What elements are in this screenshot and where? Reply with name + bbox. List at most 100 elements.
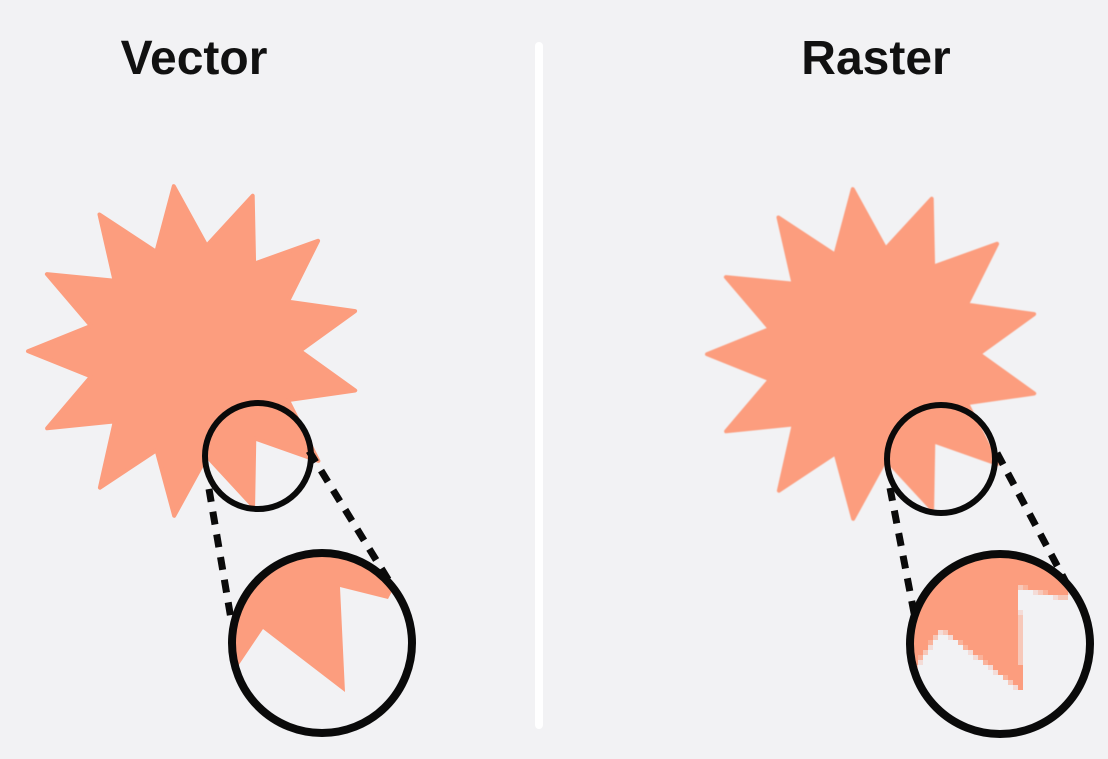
pixel-cell <box>968 615 973 620</box>
pixel-cell <box>983 620 988 625</box>
pixel-cell <box>978 650 983 655</box>
pixel-cell <box>1018 665 1023 670</box>
pixel-cell <box>953 600 958 605</box>
pixel-cell <box>953 620 958 625</box>
pixel-cell <box>998 575 1003 580</box>
pixel-cell <box>978 640 983 645</box>
pixel-cell <box>993 630 998 635</box>
pixel-cell <box>963 620 968 625</box>
pixel-cell <box>963 615 968 620</box>
raster-magnifier-circle <box>884 402 998 516</box>
pixel-cell <box>968 565 973 570</box>
pixel-cell <box>958 635 963 640</box>
pixel-cell <box>993 595 998 600</box>
pixel-cell <box>1003 645 1008 650</box>
pixel-cell <box>928 595 933 600</box>
pixel-cell <box>1003 630 1008 635</box>
pixel-cell <box>993 575 998 580</box>
pixel-cell <box>953 585 958 590</box>
pixel-cell <box>998 615 1003 620</box>
pixel-cell <box>1018 650 1023 655</box>
pixel-cell <box>958 600 963 605</box>
pixel-cell <box>1003 655 1008 660</box>
pixel-cell <box>953 580 958 585</box>
pixel-cell <box>983 615 988 620</box>
pixel-cell <box>1063 590 1068 595</box>
pixel-cell <box>993 645 998 650</box>
pixel-cell <box>988 635 993 640</box>
pixel-cell <box>983 635 988 640</box>
pixel-cell <box>958 590 963 595</box>
pixel-cell <box>963 600 968 605</box>
pixel-cell <box>1028 585 1033 590</box>
pixel-cell <box>998 590 1003 595</box>
pixel-cell <box>1053 580 1058 585</box>
pixel-cell <box>973 600 978 605</box>
pixel-cell <box>923 605 928 610</box>
pixel-cell <box>1048 585 1053 590</box>
pixel-cell <box>973 605 978 610</box>
pixel-cell <box>998 580 1003 585</box>
pixel-cell <box>1003 600 1008 605</box>
pixel-cell <box>973 595 978 600</box>
pixel-cell <box>943 630 948 635</box>
pixel-cell <box>978 560 983 565</box>
pixel-cell <box>978 625 983 630</box>
pixel-cell <box>998 625 1003 630</box>
pixel-cell <box>1013 660 1018 665</box>
pixel-cell <box>993 615 998 620</box>
pixel-cell <box>1018 655 1023 660</box>
pixel-cell <box>913 655 918 660</box>
pixel-cell <box>1003 560 1008 565</box>
pixel-cell <box>1003 575 1008 580</box>
pixel-cell <box>1008 585 1013 590</box>
pixel-cell <box>983 575 988 580</box>
pixel-cell <box>1003 650 1008 655</box>
pixel-cell <box>988 655 993 660</box>
pixel-cell <box>953 595 958 600</box>
pixel-cell <box>998 670 1003 675</box>
pixel-cell <box>998 635 1003 640</box>
pixel-cell <box>963 585 968 590</box>
pixel-cell <box>993 670 998 675</box>
pixel-cell <box>938 620 943 625</box>
pixel-cell <box>958 610 963 615</box>
pixel-cell <box>993 650 998 655</box>
pixel-cell <box>998 665 1003 670</box>
pixel-cell <box>938 610 943 615</box>
pixel-cell <box>943 610 948 615</box>
pixel-cell <box>923 650 928 655</box>
pixel-cell <box>1013 680 1018 685</box>
pixel-cell <box>978 565 983 570</box>
raster-zoom-circle <box>906 550 1094 738</box>
pixel-cell <box>958 575 963 580</box>
pixel-cell <box>948 575 953 580</box>
pixel-cell <box>1013 620 1018 625</box>
pixel-cell <box>993 640 998 645</box>
pixel-cell <box>973 645 978 650</box>
pixel-cell <box>958 605 963 610</box>
pixel-cell <box>998 570 1003 575</box>
pixel-cell <box>1013 625 1018 630</box>
pixel-cell <box>1008 660 1013 665</box>
pixel-cell <box>988 580 993 585</box>
pixel-cell <box>1013 610 1018 615</box>
pixel-cell <box>948 610 953 615</box>
pixel-cell <box>958 595 963 600</box>
pixel-cell <box>1008 580 1013 585</box>
pixel-cell <box>948 620 953 625</box>
pixel-cell <box>988 660 993 665</box>
pixel-cell <box>943 615 948 620</box>
pixel-cell <box>1013 580 1018 585</box>
pixel-cell <box>973 580 978 585</box>
pixel-cell <box>953 630 958 635</box>
pixel-cell <box>948 595 953 600</box>
pixel-cell <box>993 570 998 575</box>
pixel-cell <box>973 650 978 655</box>
pixel-cell <box>963 575 968 580</box>
pixel-cell <box>983 660 988 665</box>
pixel-cell <box>1003 615 1008 620</box>
pixel-cell <box>1053 590 1058 595</box>
pixel-cell <box>978 580 983 585</box>
pixel-cell <box>978 645 983 650</box>
